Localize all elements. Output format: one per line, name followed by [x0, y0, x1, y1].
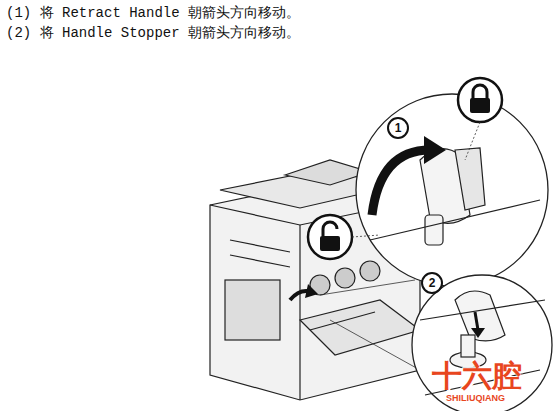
watermark: SHILIUQIANG [446, 393, 505, 403]
callout-number: 1 [395, 121, 402, 135]
instruction-step: (1) 将 Retract Handle 朝箭头方向移动。 [6, 4, 300, 22]
watermark: 十六腔 [432, 356, 522, 397]
instruction-step: (2) 将 Handle Stopper 朝箭头方向移动。 [6, 24, 300, 42]
callout-number: 2 [421, 272, 443, 294]
callout-number: 2 [429, 276, 436, 290]
callout-number: 1 [387, 117, 409, 139]
